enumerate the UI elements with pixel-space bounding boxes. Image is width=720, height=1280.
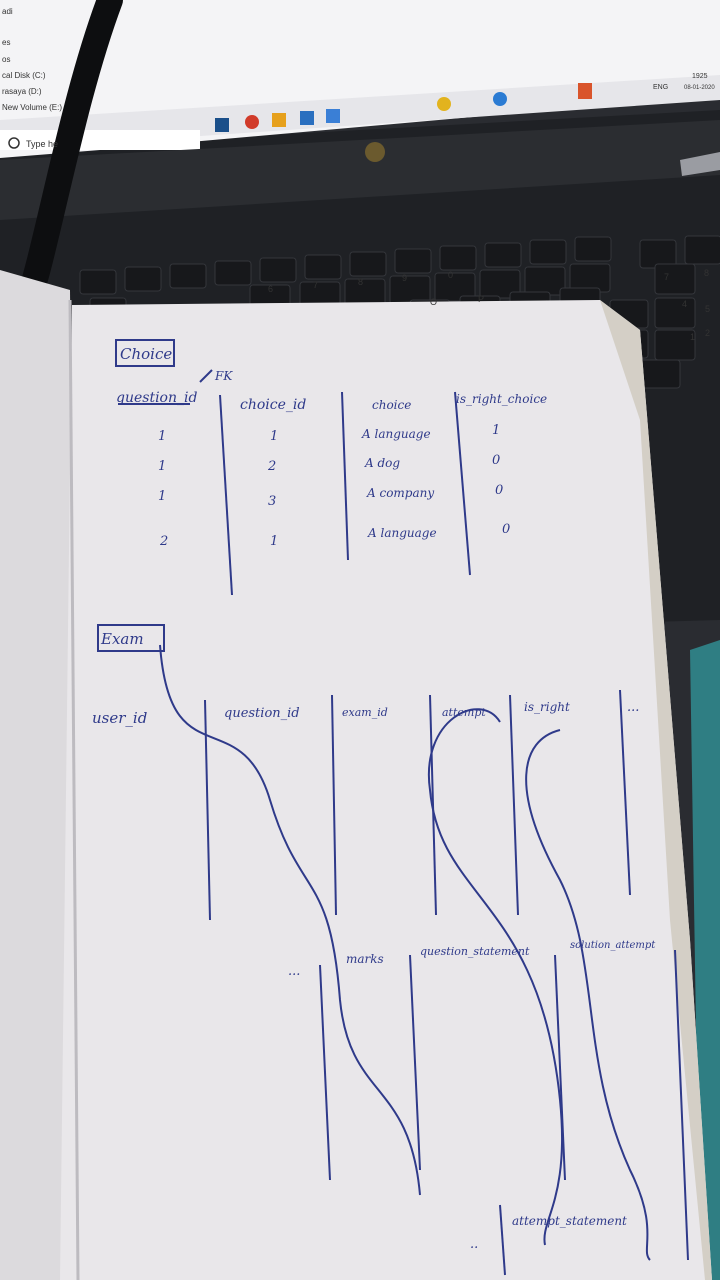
mail-icon[interactable]	[326, 109, 340, 123]
exam-col-header: question_id	[224, 706, 300, 721]
key-label: 2	[705, 328, 710, 338]
choice-cell: 1	[492, 423, 500, 438]
opera-icon[interactable]	[245, 115, 259, 129]
exam-col-header: attempt_statement	[512, 1214, 627, 1228]
exam-col-header: marks	[346, 952, 384, 966]
search-icon[interactable]	[8, 137, 20, 149]
tray-language[interactable]: ENG	[653, 84, 668, 91]
exam-col-header: attempt	[442, 706, 486, 719]
choice-table-lines	[115, 339, 471, 596]
pdf-app-icon[interactable]	[578, 83, 592, 99]
key-label: P	[478, 294, 484, 304]
exam-table-title: Exam	[100, 630, 144, 648]
choice-cell: 1	[270, 534, 278, 549]
choice-cell: A language	[367, 526, 437, 540]
key-label: 0	[448, 270, 453, 280]
choice-cell: 2	[159, 534, 168, 549]
key-label: 7	[313, 280, 318, 290]
key-label: 5	[705, 304, 710, 314]
choice-table-title: Choice	[120, 345, 172, 363]
exam-col-header: solution_attempt	[570, 940, 656, 951]
laptop-hinge	[0, 120, 720, 220]
choice-cell: 1	[270, 429, 278, 444]
sidebar-item-2[interactable]: os	[2, 55, 10, 64]
choice-cell: A dog	[364, 456, 400, 470]
choice-cell: A company	[366, 486, 434, 500]
key-label: 6	[268, 284, 273, 294]
exam-col-header: user_id	[92, 709, 147, 727]
choice-col-header: choice	[372, 398, 411, 412]
exam-continued-ellipsis-2: ..	[470, 1237, 478, 1252]
key-label: 8	[704, 268, 709, 278]
choice-cell: 1	[158, 429, 166, 444]
choice-cell: 2	[267, 459, 276, 474]
exam-col-header: is_right	[524, 700, 570, 714]
choice-cell: 1	[158, 459, 166, 474]
store-icon[interactable]	[300, 111, 314, 125]
choice-cell: 0	[492, 453, 500, 468]
key-label: 9	[402, 273, 407, 283]
key-label: 1	[690, 332, 695, 342]
choice-col-header: question_id	[116, 390, 197, 406]
fk-note: FK	[214, 369, 233, 383]
task-view-icon[interactable]	[215, 118, 229, 132]
page-edges	[600, 300, 712, 1280]
tray-date[interactable]: 08-01-2020	[684, 85, 715, 91]
exam-col-header: ...	[627, 700, 639, 715]
search-box[interactable]	[0, 130, 200, 150]
power-button-icon	[365, 142, 385, 162]
file-explorer-icon[interactable]	[272, 113, 286, 127]
exam-col-header: exam_id	[342, 706, 388, 719]
choice-cell: 0	[502, 522, 510, 537]
choice-cell: 0	[495, 483, 503, 498]
edge-icon[interactable]	[493, 92, 507, 106]
choice-col-header: is_right_choice	[456, 392, 547, 406]
choice-cell: 3	[268, 494, 276, 509]
key-legends: 6 7 8 9 0 O P 4 5 7 8 1 2	[268, 268, 710, 342]
notebook-left-page	[0, 270, 80, 1280]
choice-cell: 1	[158, 489, 166, 504]
choice-col-header: choice_id	[240, 397, 306, 413]
sidebar-item-4[interactable]: rasaya (D:)	[2, 87, 42, 96]
exam-table-lines	[97, 624, 689, 1276]
sidebar-item-1[interactable]: es	[2, 38, 10, 47]
tray-time[interactable]: 1925	[692, 73, 708, 80]
search-placeholder[interactable]: Type he	[26, 139, 58, 149]
exam-continued-ellipsis: ...	[288, 964, 300, 979]
sidebar-item-5[interactable]: New Volume (E:)	[2, 103, 62, 112]
hinge-silver-icon	[680, 152, 720, 176]
key-label: 4	[682, 299, 687, 309]
key-label: 8	[358, 277, 363, 287]
sidebar-item-3[interactable]: cal Disk (C:)	[2, 71, 46, 80]
key-label: O	[430, 297, 437, 307]
key-label: 7	[664, 272, 669, 282]
sidebar-item-0[interactable]: adi	[2, 7, 13, 16]
exam-col-header: question_statement	[420, 945, 530, 958]
notebook-spine	[68, 299, 80, 1280]
choice-cell: A language	[361, 427, 431, 441]
chrome-icon[interactable]	[437, 97, 451, 111]
